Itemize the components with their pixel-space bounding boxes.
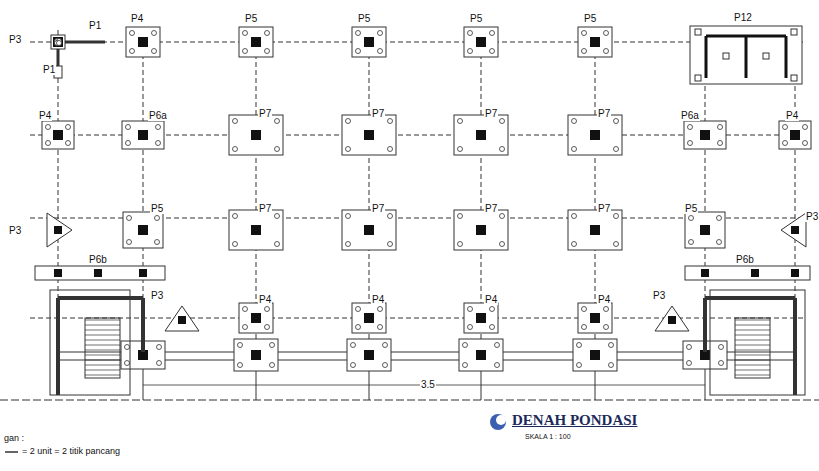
drawing-title: DENAH PONDASI (512, 412, 637, 429)
pile-cap-label: P3 (652, 290, 666, 301)
wall (56, 298, 60, 395)
pile-cap-label: P4 (130, 13, 144, 24)
pile-cap (779, 121, 811, 149)
pile-cap-beam (35, 266, 165, 280)
pile-cap (229, 115, 283, 155)
dimension-text: 3.5 (420, 379, 436, 390)
column (791, 269, 799, 277)
pile-cap-triangle (165, 306, 199, 331)
pile-cap-label: P6a (148, 110, 168, 121)
pile-cap-label: P6b (735, 254, 755, 265)
pile-cap-label: P1 (42, 64, 56, 75)
pile-cap-beam (685, 266, 810, 280)
pile-cap (347, 339, 391, 371)
pile-cap (568, 115, 622, 155)
pile-cap (229, 210, 283, 250)
pile-cap-label: P6a (680, 110, 700, 121)
wall (141, 298, 145, 352)
pile-cap-label: P5 (469, 13, 483, 24)
column (94, 269, 102, 277)
pile-cap-label: P5 (244, 13, 258, 24)
pile-cap (578, 27, 612, 57)
pile-cap-label: P4 (484, 294, 498, 305)
lift-pit (690, 26, 802, 84)
pile-cap-label: P6b (88, 254, 108, 265)
pile-cap (568, 210, 622, 250)
pile-cap (464, 27, 498, 57)
pile-cap (239, 27, 273, 57)
legend-sample (5, 451, 18, 453)
grid-line (143, 30, 144, 360)
stair (710, 290, 805, 395)
pile-cap-label: P7 (484, 203, 498, 214)
wall (705, 296, 795, 300)
pile-cap-label: P5 (684, 203, 698, 214)
pile-cap (459, 339, 503, 371)
grid-line (30, 318, 805, 319)
column (751, 269, 759, 277)
note-text: SKALA 1 : 100 (524, 431, 572, 442)
logo (490, 414, 506, 430)
pile-cap (342, 210, 396, 250)
pile-cap-label: P4 (258, 294, 272, 305)
pile-cap-label: P7 (258, 108, 272, 119)
pile-cap-label: P4 (371, 294, 385, 305)
pile-cap-triangle (655, 306, 689, 331)
pile-cap-label: P5 (357, 13, 371, 24)
pile-cap-label: P7 (597, 108, 611, 119)
pile-cap-triangle (781, 213, 806, 247)
pile-cap (123, 212, 163, 248)
pile-cap (684, 121, 726, 149)
pile-cap-label: P12 (733, 12, 753, 23)
pile-cap (578, 303, 612, 333)
pile-cap-label: P7 (597, 203, 611, 214)
pile-cap (454, 115, 508, 155)
legend-entry: = 2 unit = 2 titik pancang (22, 446, 120, 456)
pile-cap (126, 27, 160, 57)
pile-cap (464, 303, 498, 333)
pile-cap-triangle (47, 213, 72, 247)
logo (496, 415, 506, 425)
pile-cap-label: P3 (8, 225, 22, 236)
pile-cap-label: P3 (150, 290, 164, 301)
pile-cap-label: P4 (597, 294, 611, 305)
pile-cap-label: P5 (583, 13, 597, 24)
pile-cap-label: P7 (371, 203, 385, 214)
pile-cap (454, 210, 508, 250)
wall (58, 296, 143, 300)
pile-cap (352, 303, 386, 333)
column (139, 269, 147, 277)
pile-cap (51, 35, 65, 49)
pile-cap (573, 339, 617, 371)
pile-cap-label: P3 (8, 34, 22, 45)
pile-cap-label: P4 (785, 110, 799, 121)
pile-cap-label: P7 (484, 108, 498, 119)
pile-cap-label: P1 (88, 20, 102, 31)
pile-cap-label: P7 (258, 203, 272, 214)
pile-cap-label: P4 (38, 110, 52, 121)
pile-cap (342, 115, 396, 155)
pile-cap (239, 303, 273, 333)
pile-cap (234, 339, 278, 371)
column (701, 269, 709, 277)
pile-cap-label: P5 (150, 203, 164, 214)
pile-cap-label: P3 (805, 211, 819, 222)
pile-cap (352, 27, 386, 57)
pile-cap (685, 212, 725, 248)
wall (793, 298, 797, 395)
pile-cap (122, 121, 164, 149)
note-text: gan : (3, 433, 25, 444)
wall (703, 298, 707, 352)
pile-cap-label: P7 (371, 108, 385, 119)
column (54, 269, 62, 277)
stair (50, 290, 130, 395)
pile-cap (42, 121, 74, 149)
boundary-line (0, 400, 819, 401)
